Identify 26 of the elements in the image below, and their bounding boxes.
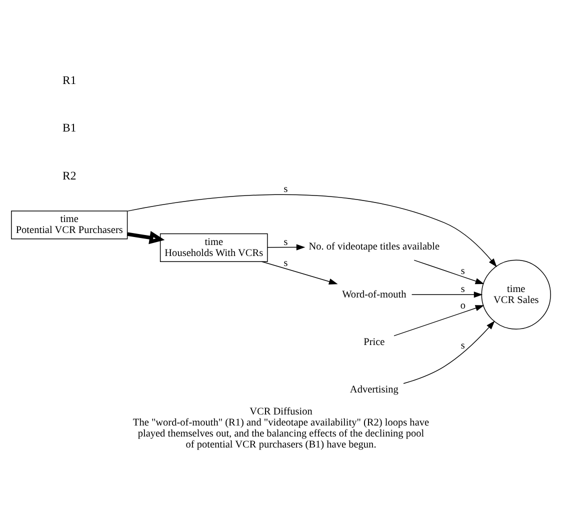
node-box: time Households With VCRs xyxy=(160,233,268,262)
label: R1 xyxy=(62,74,76,87)
edge-label: s xyxy=(460,284,465,295)
node-box: time Potential VCR Purchasers xyxy=(11,210,128,240)
edge-label: s xyxy=(460,266,465,278)
edge-label: s xyxy=(284,258,288,270)
node-text: Advertising xyxy=(350,384,398,396)
arrow xyxy=(127,231,165,244)
node-text: No. of videotape titles available xyxy=(308,242,440,253)
arrow xyxy=(411,292,483,298)
edge-label: s xyxy=(284,236,288,248)
node-text: Word-of-mouth xyxy=(342,289,406,300)
label: B1 xyxy=(62,122,76,135)
arrow xyxy=(414,260,484,284)
arrow xyxy=(127,194,497,268)
node-text: Price xyxy=(364,337,385,348)
arrow xyxy=(394,305,484,336)
arrow xyxy=(403,320,495,384)
diagram-title: VCR Diffusion xyxy=(250,406,312,418)
edge-label: o xyxy=(460,300,466,312)
caption: The "word-of-mouth" (R1) and "videotape availability" (R2) loops have played themselves out, and the balancing effects of the declining pool of potential VCR purchasers (B1) have begun. xyxy=(132,417,430,450)
arrow xyxy=(261,261,338,285)
edge-label: s xyxy=(460,340,465,352)
arrow xyxy=(267,244,306,250)
label: R2 xyxy=(62,169,76,182)
edge-label: s xyxy=(284,184,288,196)
